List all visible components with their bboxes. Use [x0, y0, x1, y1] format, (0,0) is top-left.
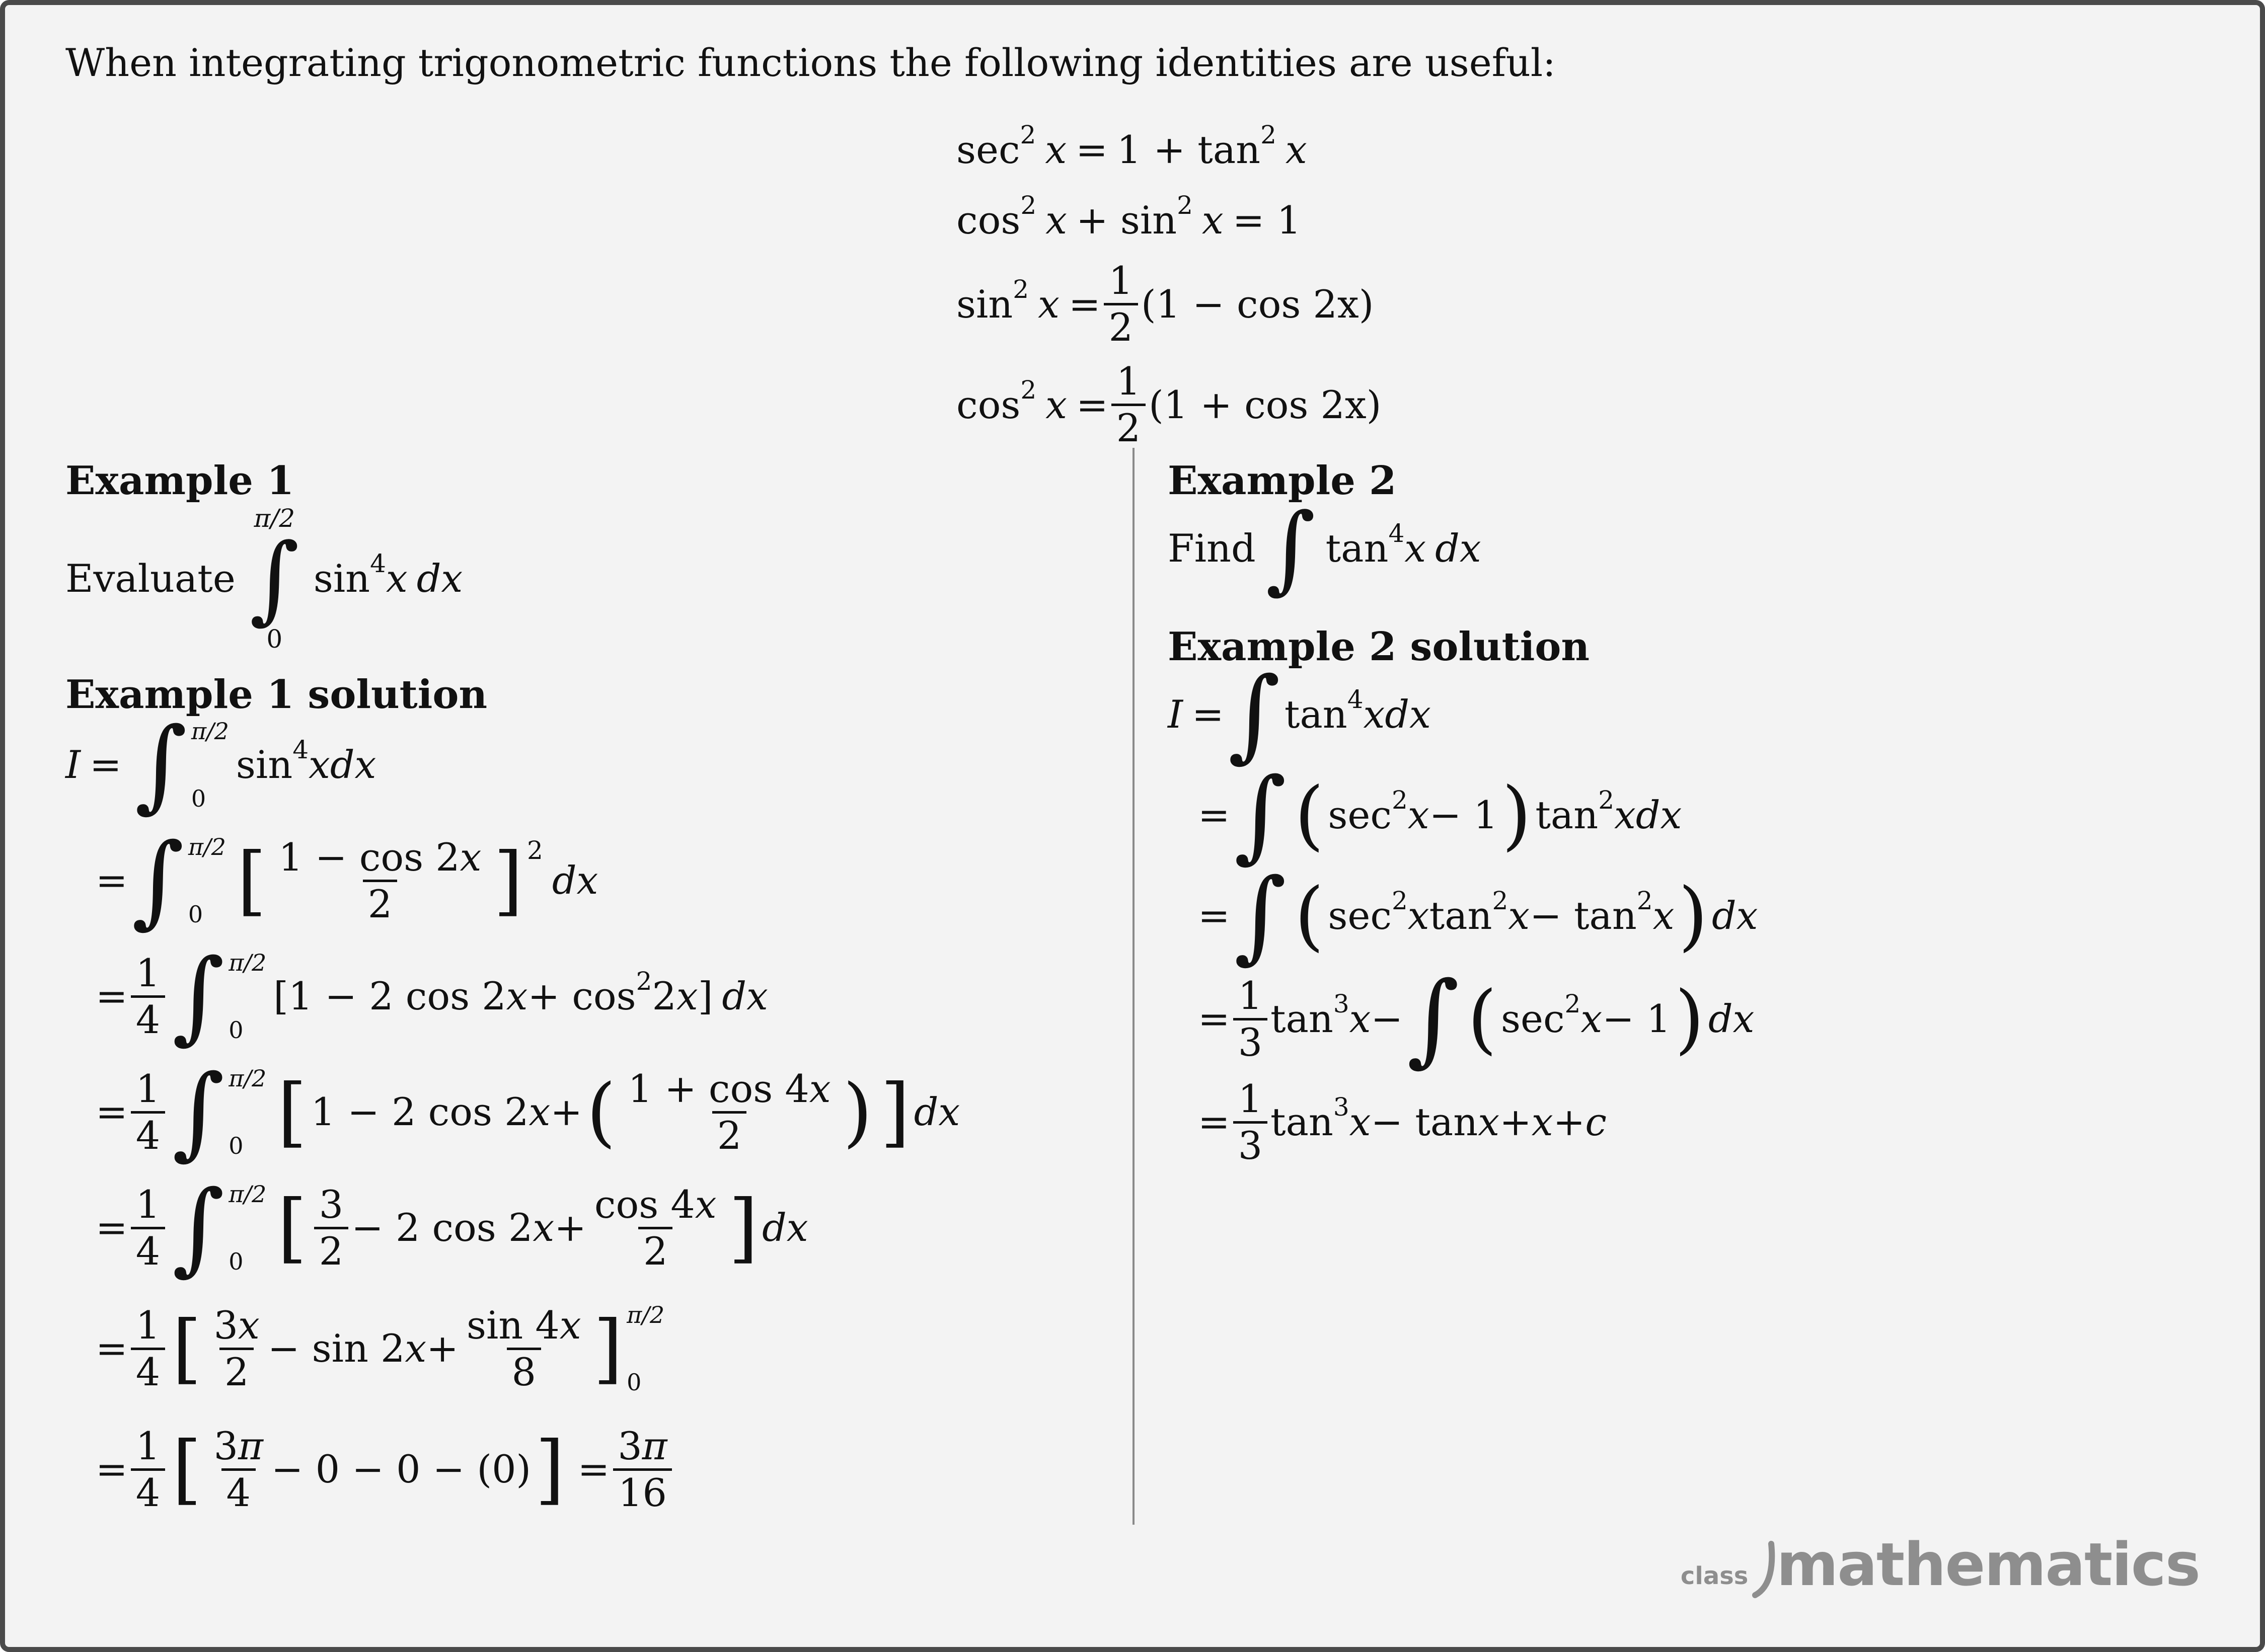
brand-swoosh-icon [1752, 1541, 1775, 1598]
brand-logo: class mathematics [1680, 1530, 2201, 1599]
example-2-solution-heading: Example 2 solution [1168, 624, 1590, 670]
intro-text: When integrating trigonometric functions… [65, 40, 1556, 85]
example-2-heading: Example 2 [1168, 458, 1397, 504]
example-1-heading: Example 1 [65, 458, 294, 504]
example-1-solution-heading: Example 1 solution [65, 672, 488, 718]
column-divider [1132, 448, 1135, 1525]
